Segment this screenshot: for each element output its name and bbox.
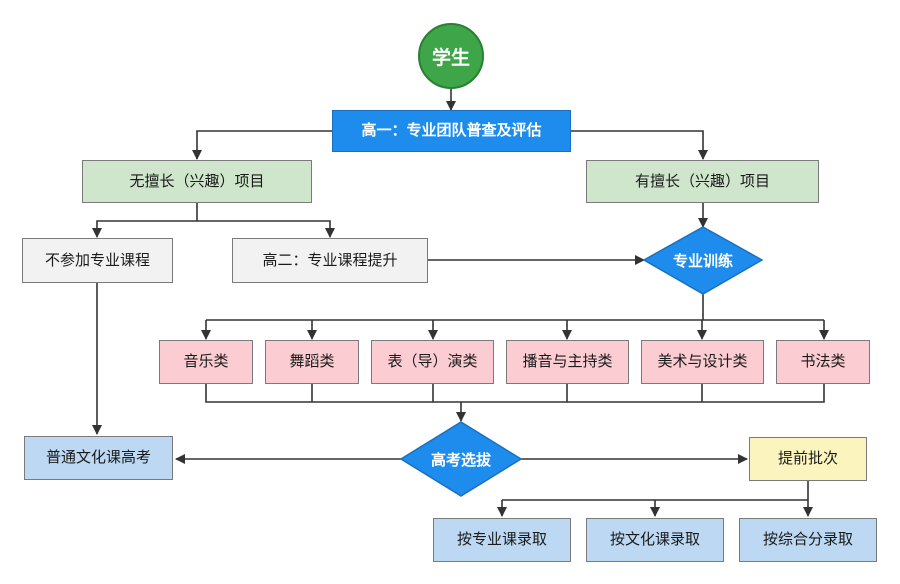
node-no-course: 不参加专业课程 <box>22 238 173 283</box>
node-calligraphy: 书法类 <box>776 340 870 384</box>
node-music: 音乐类 <box>159 340 253 384</box>
edge-grade1-no-talent <box>192 130 332 160</box>
node-admit-by-major: 按专业课录取 <box>433 518 571 562</box>
edge-grade1-has-talent <box>571 130 708 160</box>
node-grade2-course: 高二：专业课程提升 <box>232 238 428 283</box>
start-node-student: 学生 <box>418 23 484 89</box>
node-art-design: 美术与设计类 <box>641 340 764 384</box>
training-diamond <box>642 226 764 295</box>
node-no-talent: 无擅长（兴趣）项目 <box>82 160 312 203</box>
node-broadcast: 播音与主持类 <box>506 340 629 384</box>
edge-no-talent-grade2 <box>197 220 335 238</box>
node-acting: 表（导）演类 <box>371 340 494 384</box>
node-grade1-survey: 高一：专业团队普查及评估 <box>332 110 571 152</box>
node-admit-by-culture: 按文化课录取 <box>586 518 724 562</box>
node-regular-exam: 普通文化课高考 <box>24 436 173 480</box>
node-dance: 舞蹈类 <box>265 340 359 384</box>
selection-label: 高考选拔 <box>430 450 491 469</box>
edge-no-talent-no-course <box>92 220 197 238</box>
training-label: 专业训练 <box>672 251 733 270</box>
selection-diamond <box>399 421 523 497</box>
edge-categories-merge <box>205 384 825 403</box>
node-early-batch: 提前批次 <box>749 437 867 481</box>
node-has-talent: 有擅长（兴趣）项目 <box>586 160 819 203</box>
node-admit-by-composite: 按综合分录取 <box>739 518 877 562</box>
